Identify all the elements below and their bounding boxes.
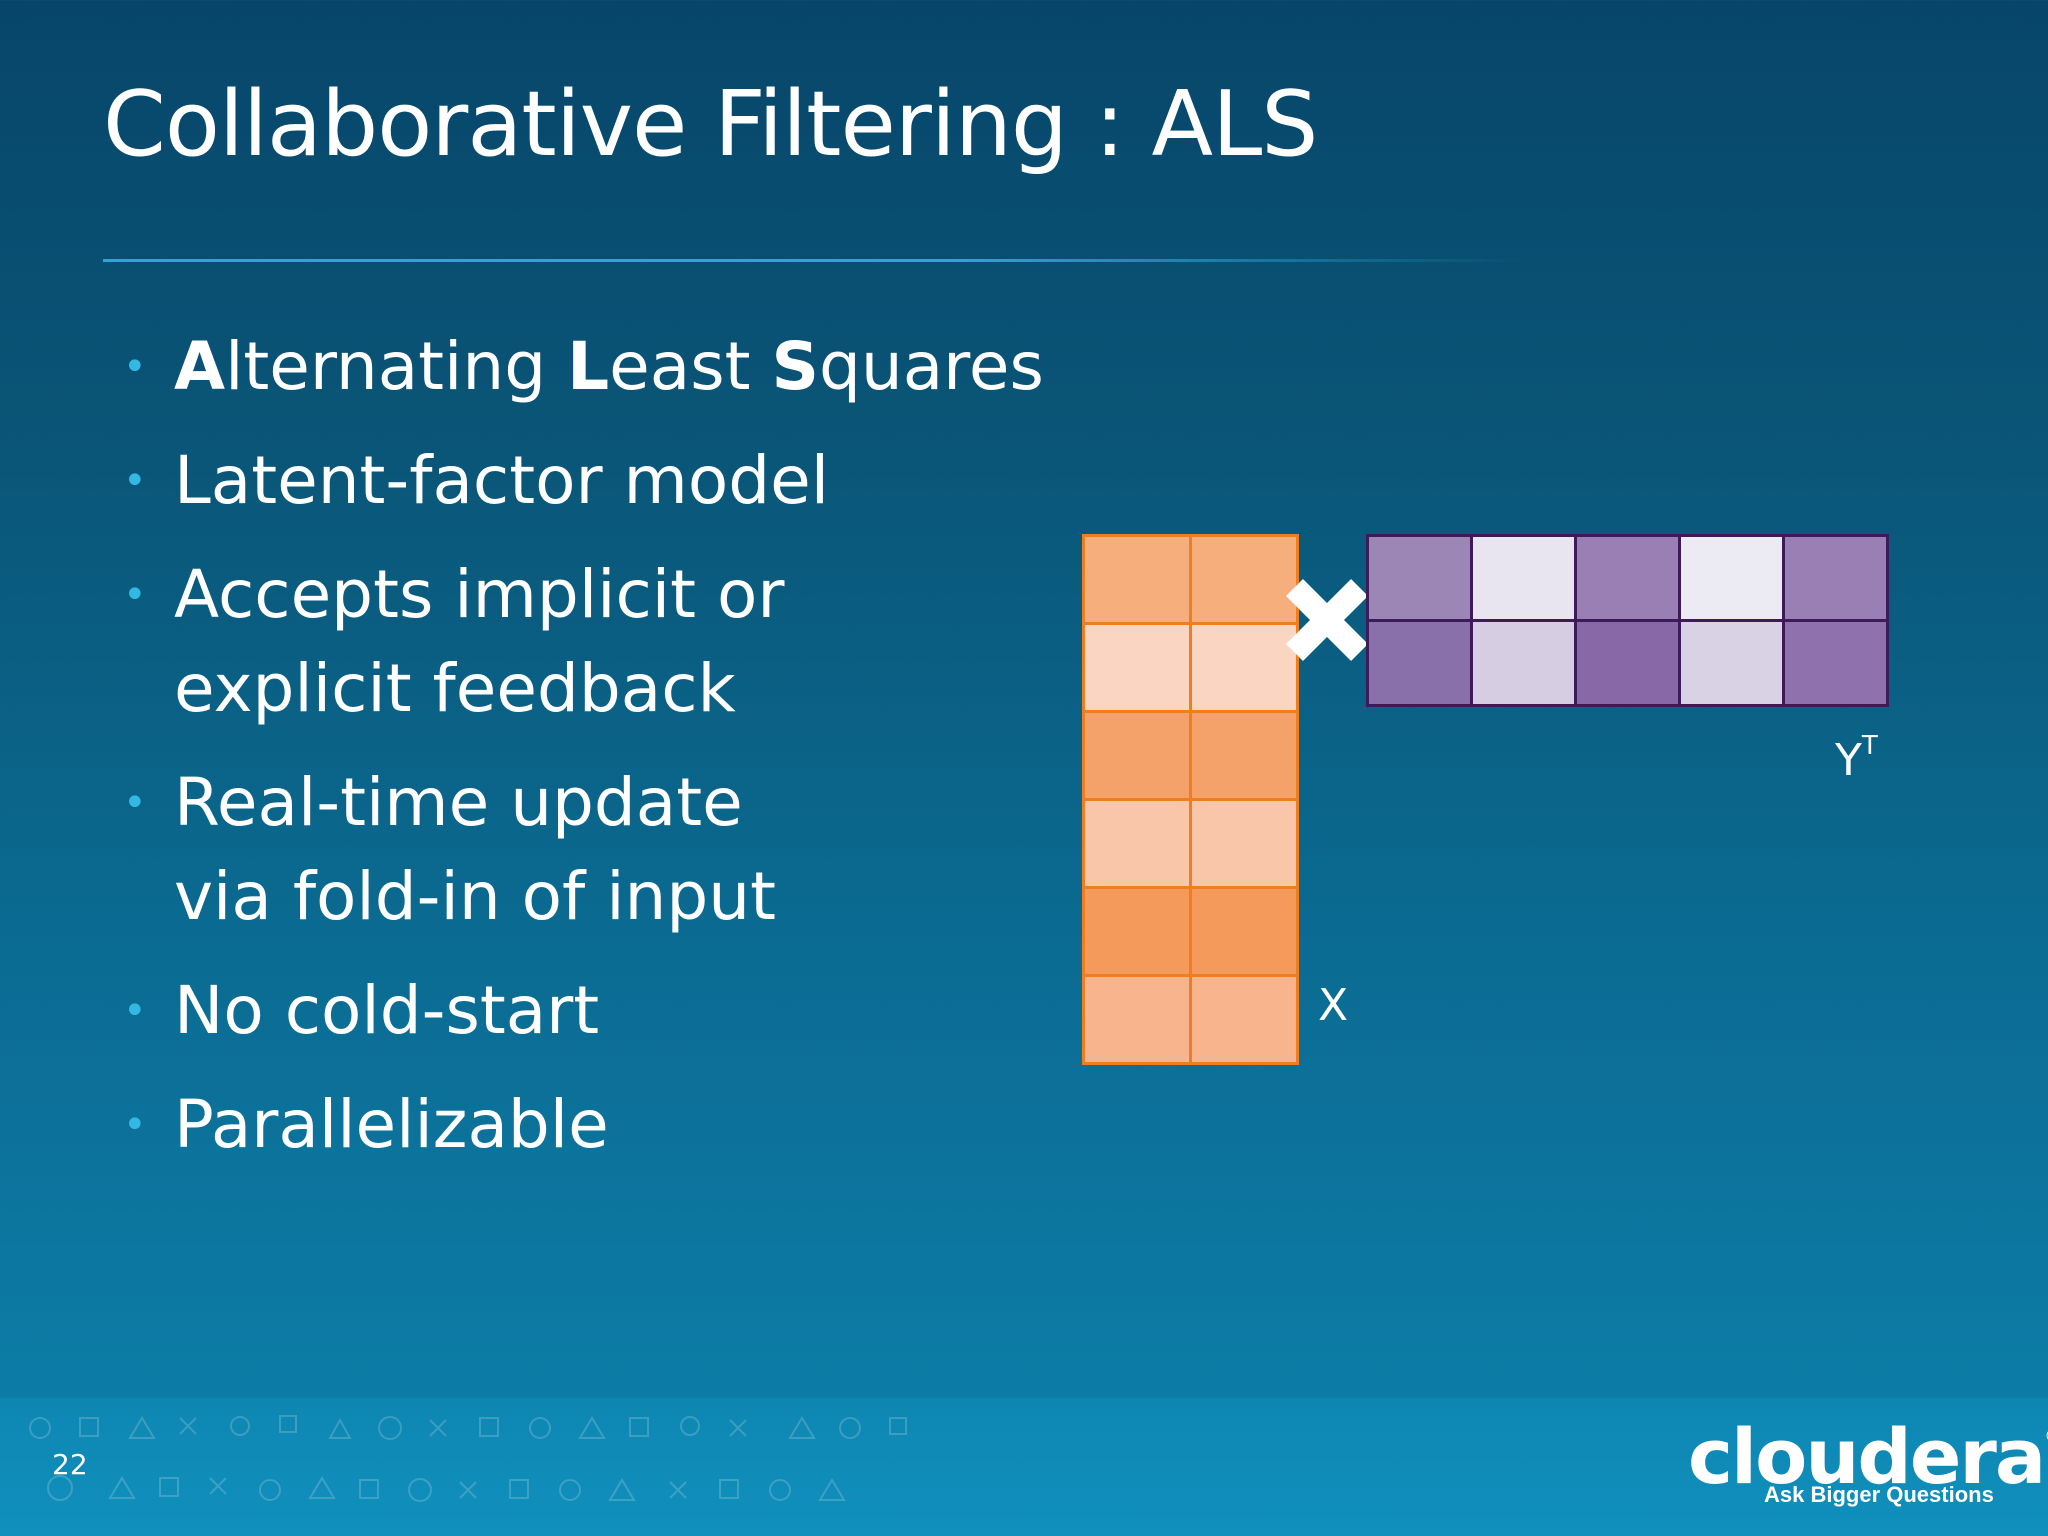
- matrix-x-cell: [1085, 977, 1189, 1062]
- bullet-line: explicit feedback: [174, 642, 1100, 736]
- bullet-item: • Parallelizable: [120, 1078, 1100, 1172]
- logo-tagline: Ask Bigger Questions: [1764, 1482, 1994, 1507]
- bullet-text: No cold-start: [174, 972, 600, 1049]
- bullet-dot-icon: •: [123, 988, 147, 1034]
- matrix-y-transpose-label: YT: [1835, 731, 1878, 786]
- matrix-y-transpose-cell: [1681, 537, 1782, 619]
- matrix-x-cell: [1192, 713, 1296, 798]
- matrix-x-cell: [1192, 977, 1296, 1062]
- bullet-line: Latent-factor model: [174, 434, 1100, 528]
- matrix-y-transpose-cell: [1577, 537, 1678, 619]
- footer-band: [0, 1398, 2048, 1536]
- slide-title: Collaborative Filtering : ALS: [103, 72, 1318, 177]
- bullet-item: • Alternating Least Squares: [120, 320, 1100, 414]
- matrix-x-cell: [1192, 625, 1296, 710]
- bullet-text: Accepts implicit or: [174, 556, 785, 633]
- matrix-x-label: X: [1318, 980, 1349, 1031]
- bullet-line: Parallelizable: [174, 1078, 1100, 1172]
- bullet-text: Real-time update: [174, 764, 743, 841]
- matrix-y-transpose-cell: [1369, 537, 1470, 619]
- matrix-x-cell: [1085, 801, 1189, 886]
- matrix-x-cell: [1085, 713, 1189, 798]
- matrix-x-cell: [1192, 801, 1296, 886]
- decorative-pattern: [29, 1415, 907, 1502]
- matrix-y-transpose-cell: [1473, 537, 1574, 619]
- bullet-emphasis: L: [567, 328, 610, 405]
- multiply-icon: [1285, 578, 1369, 662]
- matrix-x: [1082, 534, 1299, 1065]
- bullet-item: • Real-time update via fold-in of input: [120, 756, 1100, 944]
- bullet-text: lternating: [225, 328, 568, 405]
- bullet-line: Alternating Least Squares: [174, 320, 1100, 414]
- bullet-item: • No cold-start: [120, 964, 1100, 1058]
- matrix-y-transpose-cell: [1785, 537, 1886, 619]
- page-number: 22: [52, 1448, 88, 1481]
- bullet-text: explicit feedback: [174, 650, 736, 727]
- registered-mark: ®: [2044, 1426, 2048, 1447]
- title-divider: [103, 259, 1523, 262]
- matrix-y-transpose-cell: [1681, 622, 1782, 704]
- matrix-y-transpose: [1366, 534, 1889, 707]
- bullet-text: Latent-factor model: [174, 442, 830, 519]
- matrix-x-cell: [1192, 537, 1296, 622]
- bullet-line: via fold-in of input: [174, 850, 1100, 944]
- bullet-dot-icon: •: [123, 572, 147, 618]
- logo-wordmark: cloudera: [1688, 1412, 2046, 1501]
- bullet-item: • Accepts implicit or explicit feedback: [120, 548, 1100, 736]
- matrix-y-transpose-cell: [1473, 622, 1574, 704]
- bullet-text: east: [609, 328, 772, 405]
- bullet-text: via fold-in of input: [174, 858, 776, 935]
- bullet-list: • Alternating Least Squares • Latent-factor…: [120, 320, 1100, 1192]
- cloudera-logo: cloudera®: [1688, 1412, 2048, 1501]
- matrix-y-label-base: Y: [1835, 735, 1862, 786]
- bullet-item: • Latent-factor model: [120, 434, 1100, 528]
- matrix-x-cell: [1085, 537, 1189, 622]
- matrix-x-cell: [1192, 889, 1296, 974]
- bullet-line: Accepts implicit or: [174, 548, 1100, 642]
- matrix-y-transpose-cell: [1785, 622, 1886, 704]
- transpose-superscript: T: [1861, 731, 1878, 761]
- matrix-x-cell: [1085, 889, 1189, 974]
- matrix-x-cell: [1085, 625, 1189, 710]
- matrix-y-transpose-cell: [1577, 622, 1678, 704]
- bullet-text: Parallelizable: [174, 1086, 609, 1163]
- bullet-dot-icon: •: [123, 1102, 147, 1148]
- bullet-dot-icon: •: [123, 458, 147, 504]
- bullet-line: Real-time update: [174, 756, 1100, 850]
- bullet-line: No cold-start: [174, 964, 1100, 1058]
- matrix-y-transpose-cell: [1369, 622, 1470, 704]
- bullet-dot-icon: •: [123, 344, 147, 390]
- bullet-emphasis: S: [771, 328, 819, 405]
- bullet-emphasis: A: [174, 328, 226, 405]
- bullet-text: quares: [819, 328, 1044, 405]
- bullet-dot-icon: •: [123, 780, 147, 826]
